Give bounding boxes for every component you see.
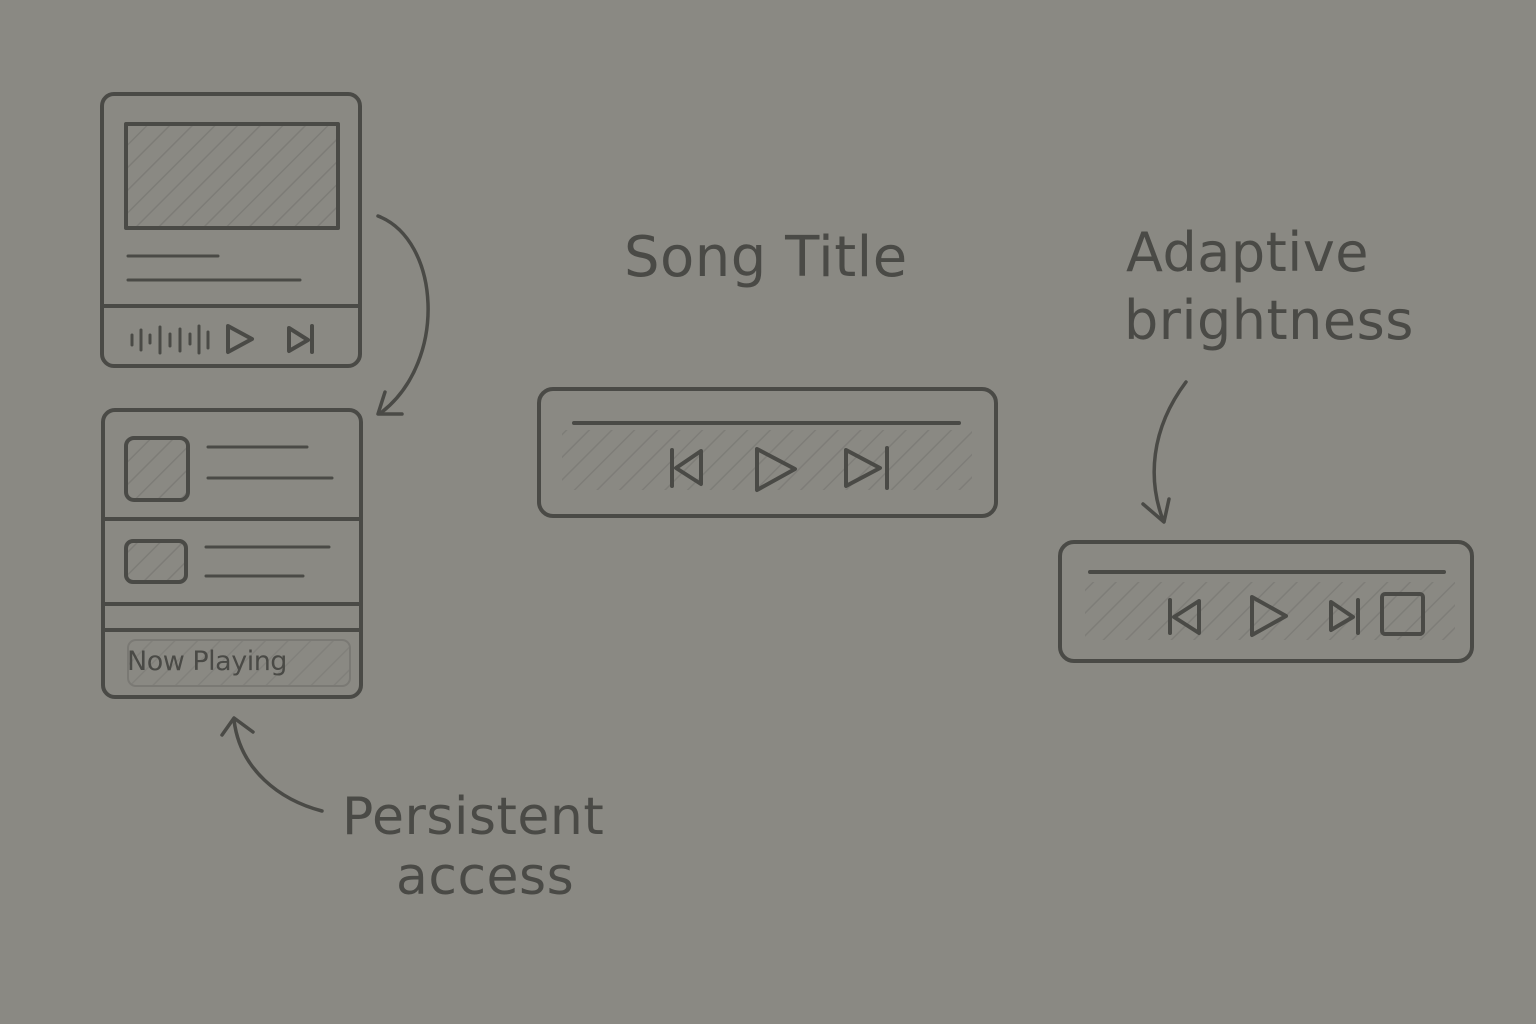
phone-mockup-now-playing — [100, 92, 362, 368]
phone-mockup-library — [101, 408, 363, 699]
album-art-placeholder — [126, 124, 338, 228]
player-frame — [1058, 540, 1474, 663]
persistent-access-arrow — [220, 716, 324, 813]
now-playing-label[interactable]: Now Playing — [127, 646, 287, 677]
song-title-label: Song Title — [624, 225, 908, 290]
player-hatch — [562, 430, 972, 490]
top-to-bottom-arrow — [376, 214, 430, 416]
player-hatch — [1085, 582, 1455, 640]
waveform-icon — [130, 324, 210, 355]
album-art-frame — [124, 122, 340, 230]
persistent-access-label-line2: access — [396, 847, 575, 907]
stop-icon[interactable] — [1380, 592, 1425, 636]
thumbnail-placeholder — [124, 436, 190, 502]
adaptive-brightness-label-line1: Adaptive — [1126, 221, 1369, 284]
player-bar-large — [537, 387, 998, 518]
play-icon[interactable] — [226, 324, 254, 354]
thumbnail-placeholder — [124, 539, 188, 584]
skip-next-icon[interactable] — [844, 446, 889, 490]
now-playing-bar[interactable] — [128, 640, 350, 686]
player-frame — [537, 387, 998, 518]
persistent-access-label-line1: Persistent — [342, 787, 605, 847]
player-bar-small — [1058, 540, 1474, 663]
list-item[interactable] — [124, 539, 331, 584]
adaptive-brightness-arrow — [1141, 380, 1188, 524]
play-icon[interactable] — [755, 447, 797, 492]
skip-previous-icon[interactable] — [670, 448, 703, 488]
adaptive-brightness-label-line2: brightness — [1124, 289, 1414, 352]
play-icon[interactable] — [1250, 595, 1288, 637]
skip-previous-icon[interactable] — [1168, 598, 1201, 635]
phone-frame — [101, 408, 363, 699]
skip-next-icon[interactable] — [287, 324, 314, 354]
phone-frame — [100, 92, 362, 368]
list-item[interactable] — [124, 436, 334, 502]
skip-next-icon[interactable] — [1329, 598, 1360, 635]
